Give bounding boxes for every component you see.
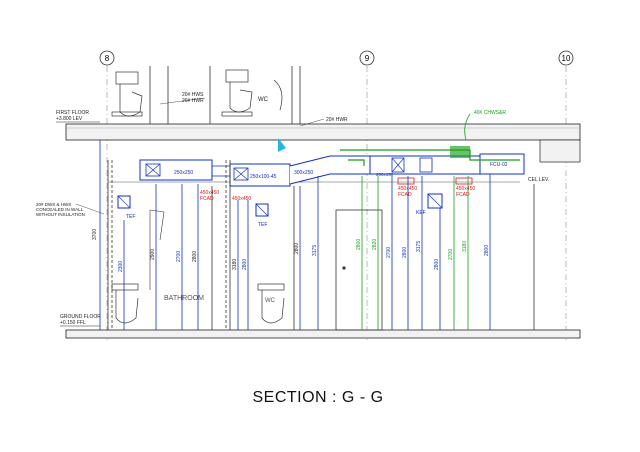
lower-toilet-left: [111, 283, 139, 324]
kitchen-exhaust-fan: KEF: [416, 193, 443, 216]
grid-line-8: 8: [99, 50, 115, 340]
fcad-1: FCAD: [200, 196, 214, 202]
shower: [149, 209, 165, 290]
wc-lower-label: WC: [265, 298, 276, 304]
duct-label-3: 300x250: [294, 170, 313, 176]
grid-label-8: 8: [105, 54, 110, 63]
tef-2: TEF: [258, 222, 267, 228]
dim-8: 3175: [312, 245, 318, 256]
first-floor-value: +3.800 LEV: [56, 116, 83, 122]
dim-15: 2700: [448, 249, 454, 260]
fcad-size-1: 450x450: [200, 190, 219, 196]
ductwork: 250x250 250x100-45 300x250 200x150 FCU-0…: [139, 138, 525, 187]
dim-6: 2800: [242, 259, 248, 270]
upper-walls: [149, 66, 301, 124]
ground-floor-level-tag: GROUND FLOOR +0.150 FFL: [60, 314, 101, 327]
first-floor-level-tag: FIRST FLOOR +3.800 LEV: [56, 110, 100, 123]
ground-floor-label: GROUND FLOOR: [60, 314, 101, 320]
cel-level-label: CEL LEV.: [528, 177, 549, 183]
dim-17: 2800: [484, 245, 490, 256]
ground-floor-value: +0.150 FFL: [60, 320, 86, 326]
dim-7: 2800: [294, 243, 300, 254]
dimension-lines: [99, 140, 535, 330]
duct-label-4: FCU-02: [490, 162, 508, 168]
dim-4: 2800: [192, 251, 198, 262]
wc-upper-label: WC: [258, 97, 269, 103]
dim-10: 2820: [372, 239, 378, 250]
dws-label-2: CONCEALED IN WALL: [36, 207, 84, 212]
hwr-label: 20# HWR: [182, 98, 204, 104]
upper-toilet-left: [111, 71, 143, 117]
kef: KEF: [416, 210, 426, 216]
duct-label-5: 200x150: [376, 172, 394, 177]
fcad-size-4: 450x450: [456, 186, 475, 192]
dws-label: 20# DWS & HWS: [36, 202, 71, 207]
dimension-values: 3700 2300 2900 2700 2800 3180 2800 2800 …: [92, 229, 490, 272]
hws-label: 20# HWS: [182, 92, 204, 98]
lower-toilet-right: [257, 283, 285, 324]
dws-note: 20# DWS & HWS CONCEALED IN WALL WITHOUT …: [36, 202, 105, 217]
dim-0: 3700: [92, 229, 98, 240]
exhaust-fan-1: TEF: [117, 195, 135, 220]
fcad-size-2: 450x450: [232, 196, 251, 202]
dim-1: 2300: [118, 261, 124, 272]
first-floor-slab: [65, 123, 581, 163]
dim-12: 2800: [402, 247, 408, 258]
dws-label-3: WITHOUT INSULATION: [36, 212, 85, 217]
duct-label-2: 250x100-45: [250, 174, 277, 180]
grid-line-10: 10: [558, 50, 574, 340]
dim-9: 2800: [356, 239, 362, 250]
grid-label-10: 10: [562, 54, 571, 63]
bathroom-walls: [107, 160, 383, 331]
dim-14: 2800: [434, 259, 440, 270]
drawing-title: SECTION : G - G: [252, 389, 383, 406]
bathroom-label: BATHROOM: [164, 295, 204, 302]
grid-line-9: 9: [359, 50, 375, 340]
tef-1: TEF: [126, 214, 135, 220]
exhaust-fan-2: TEF: [255, 203, 269, 228]
first-floor-label: FIRST FLOOR: [56, 110, 89, 116]
ground-floor-slab: [65, 329, 581, 339]
dim-3: 2700: [176, 251, 182, 262]
upper-toilet-right: [221, 69, 283, 117]
duct-label-1: 250x250: [174, 170, 193, 176]
hwr-mid-label: 20# HWR: [326, 117, 348, 123]
fcad-3: FCAD: [456, 192, 470, 198]
dim-16: 3180: [462, 241, 468, 252]
fcad-2: FCAD: [398, 192, 412, 198]
grid-label-9: 9: [365, 54, 370, 63]
dim-13: 3175: [416, 241, 422, 252]
dim-2: 2900: [150, 249, 156, 260]
dim-11: 2700: [386, 247, 392, 258]
chwr-label: 40# CHWS&R: [474, 110, 506, 116]
dim-5: 3180: [232, 259, 238, 270]
upper-pipe-notes: 20# HWS 20# HWR 20# HWR 40# CHWS&R: [159, 92, 506, 141]
